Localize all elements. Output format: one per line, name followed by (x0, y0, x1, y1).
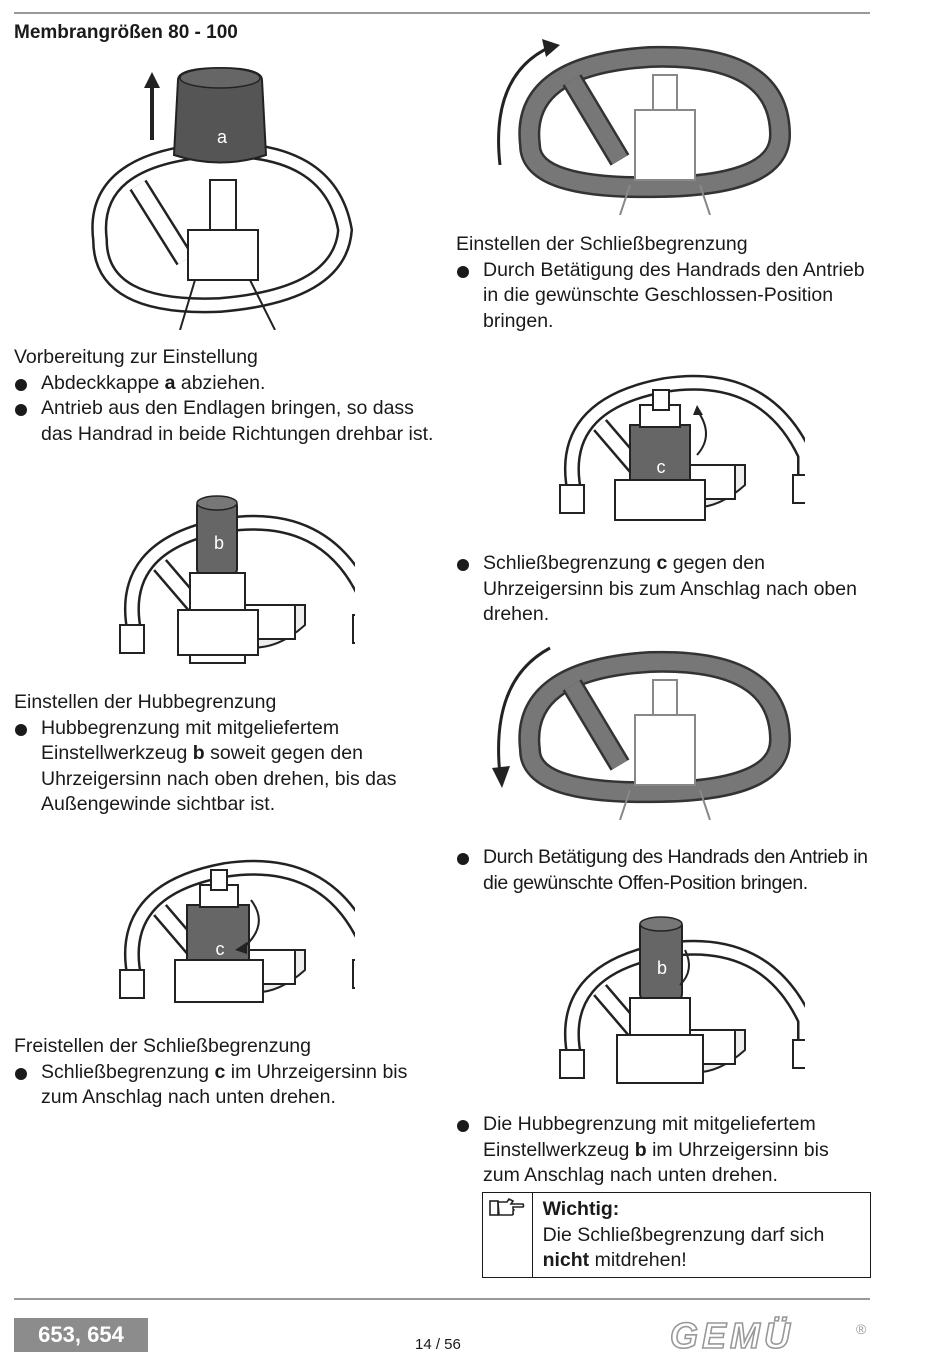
section-vorbereitung: Vorbereitung zur Einstellung Abdeckkappe… (14, 345, 434, 447)
freistellen-bullet-1: Schließbegrenzung c im Uhrzeigersinn bis… (14, 1060, 434, 1111)
freistellen-title: Freistellen der Schließbegrenzung (14, 1035, 311, 1057)
label-a: a (217, 127, 228, 147)
gemu-logo: GEMÜ ® (670, 1314, 867, 1354)
figure-handwheel-close (497, 39, 792, 215)
label-c-down: c (216, 939, 225, 959)
section-hubbegrenzung: Einstellen der Hubbegrenzung Hubbegrenzu… (14, 690, 434, 818)
step-3-bullet: Durch Betätigung des Handrads den Antrie… (456, 845, 876, 896)
section-freistellen: Freistellen der Schließbegrenzung Schlie… (14, 1034, 434, 1111)
note-icon-cell (483, 1193, 533, 1277)
hub-title: Einstellen der Hubbegrenzung (14, 691, 277, 713)
figure-tool-b-down: b (515, 916, 805, 1095)
important-note: Wichtig: Die Schließbegrenzung darf sich… (482, 1192, 871, 1278)
section-step-3: Durch Betätigung des Handrads den Antrie… (456, 845, 876, 896)
bottom-rule (14, 1298, 870, 1300)
hub-bullet-1: Hubbegrenzung mit mitgeliefertem Einstel… (14, 716, 434, 818)
schliess-title: Einstellen der Schließbegrenzung (456, 233, 748, 255)
page-number: 14 / 56 (415, 1336, 461, 1353)
note-body: Wichtig: Die Schließbegrenzung darf sich… (533, 1193, 870, 1277)
figure-handwheel-open (492, 646, 792, 820)
svg-text:®: ® (856, 1321, 867, 1337)
vorbereitung-title: Vorbereitung zur Einstellung (14, 346, 258, 368)
step-2-bullet: Schließbegrenzung c gegen den Uhrzeigers… (456, 551, 870, 628)
svg-text:GEMÜ: GEMÜ (670, 1315, 794, 1354)
rotation-arrow-icon (542, 39, 560, 57)
page-heading: Membrangrößen 80 - 100 (14, 22, 238, 43)
rotation-arrow-ccw-icon (492, 766, 510, 788)
label-b-down: b (657, 958, 667, 978)
step-4-bullet: Die Hubbegrenzung mit mitgeliefertem Ein… (456, 1112, 870, 1189)
vorbereitung-bullet-1: Abdeckkappe a abziehen. (14, 371, 434, 397)
figure-cap-removal: a (91, 66, 354, 330)
note-title: Wichtig: (542, 1198, 620, 1220)
note-text: Die Schließbegrenzung darf sich nicht mi… (542, 1223, 825, 1272)
figure-tool-b: b (75, 495, 355, 664)
label-c-up: c (657, 457, 666, 477)
section-step-2: Schließbegrenzung c gegen den Uhrzeigers… (456, 551, 870, 628)
top-rule (14, 12, 870, 14)
figure-limit-c-up: c (515, 345, 805, 530)
model-badge: 653, 654 (14, 1318, 148, 1352)
figure-limit-c-down: c (75, 830, 355, 1015)
schliess-bullet-1: Durch Betätigung des Handrads den Antrie… (456, 258, 870, 335)
vorbereitung-bullet-2: Antrieb aus den Endlagen bringen, so das… (14, 396, 434, 447)
section-schliessbegrenzung: Einstellen der Schließbegrenzung Durch B… (456, 232, 870, 334)
section-step-4: Die Hubbegrenzung mit mitgeliefertem Ein… (456, 1112, 870, 1189)
label-b: b (214, 533, 224, 553)
pointing-hand-icon (489, 1197, 525, 1216)
